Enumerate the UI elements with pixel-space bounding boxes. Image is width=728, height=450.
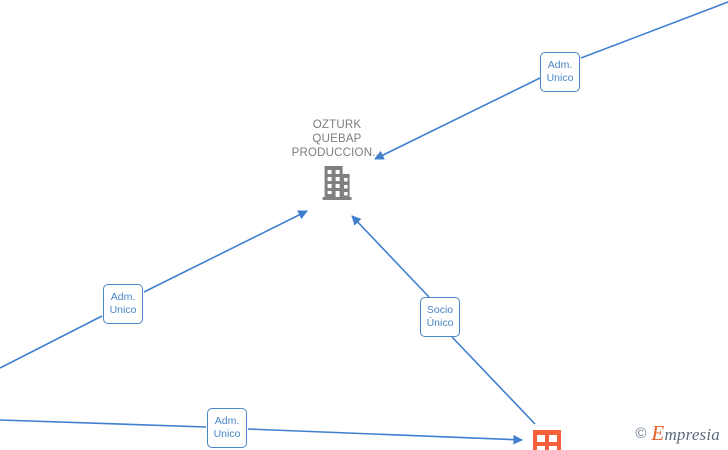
- label-adm-unico-bottom[interactable]: Adm. Unico: [207, 408, 247, 448]
- node-bottom-company[interactable]: [532, 429, 562, 450]
- edge-socio-unico-in: [351, 215, 430, 298]
- node-center-company-label: OZTURK QUEBAP PRODUCCION...: [291, 119, 383, 159]
- edge-adm-unico-left-in: [143, 210, 308, 293]
- edge-socio-unico-out: [451, 336, 536, 425]
- edge-adm-unico-top-right-in: [374, 77, 541, 160]
- copyright-symbol: ©: [635, 425, 647, 442]
- label-socio-unico[interactable]: Socio Único: [420, 297, 460, 337]
- building-icon[interactable]: [321, 164, 353, 202]
- empresia-watermark: © Empresia: [635, 423, 720, 444]
- empresia-logo-text: Empresia: [651, 423, 720, 444]
- building-orange-icon[interactable]: [532, 429, 562, 450]
- node-center-company[interactable]: OZTURK QUEBAP PRODUCCION...: [292, 118, 383, 202]
- empresia-logo-rest: mpresia: [664, 425, 720, 444]
- edge-adm-unico-top-right-out: [580, 1, 728, 59]
- edge-adm-unico-bottom-out: [0, 419, 207, 428]
- label-adm-unico-top-right[interactable]: Adm. Unico: [540, 52, 580, 92]
- edge-adm-unico-left-out: [0, 315, 103, 369]
- label-adm-unico-left[interactable]: Adm. Unico: [103, 284, 143, 324]
- edge-adm-unico-bottom-in: [247, 428, 523, 445]
- empresia-logo-initial: E: [651, 421, 665, 445]
